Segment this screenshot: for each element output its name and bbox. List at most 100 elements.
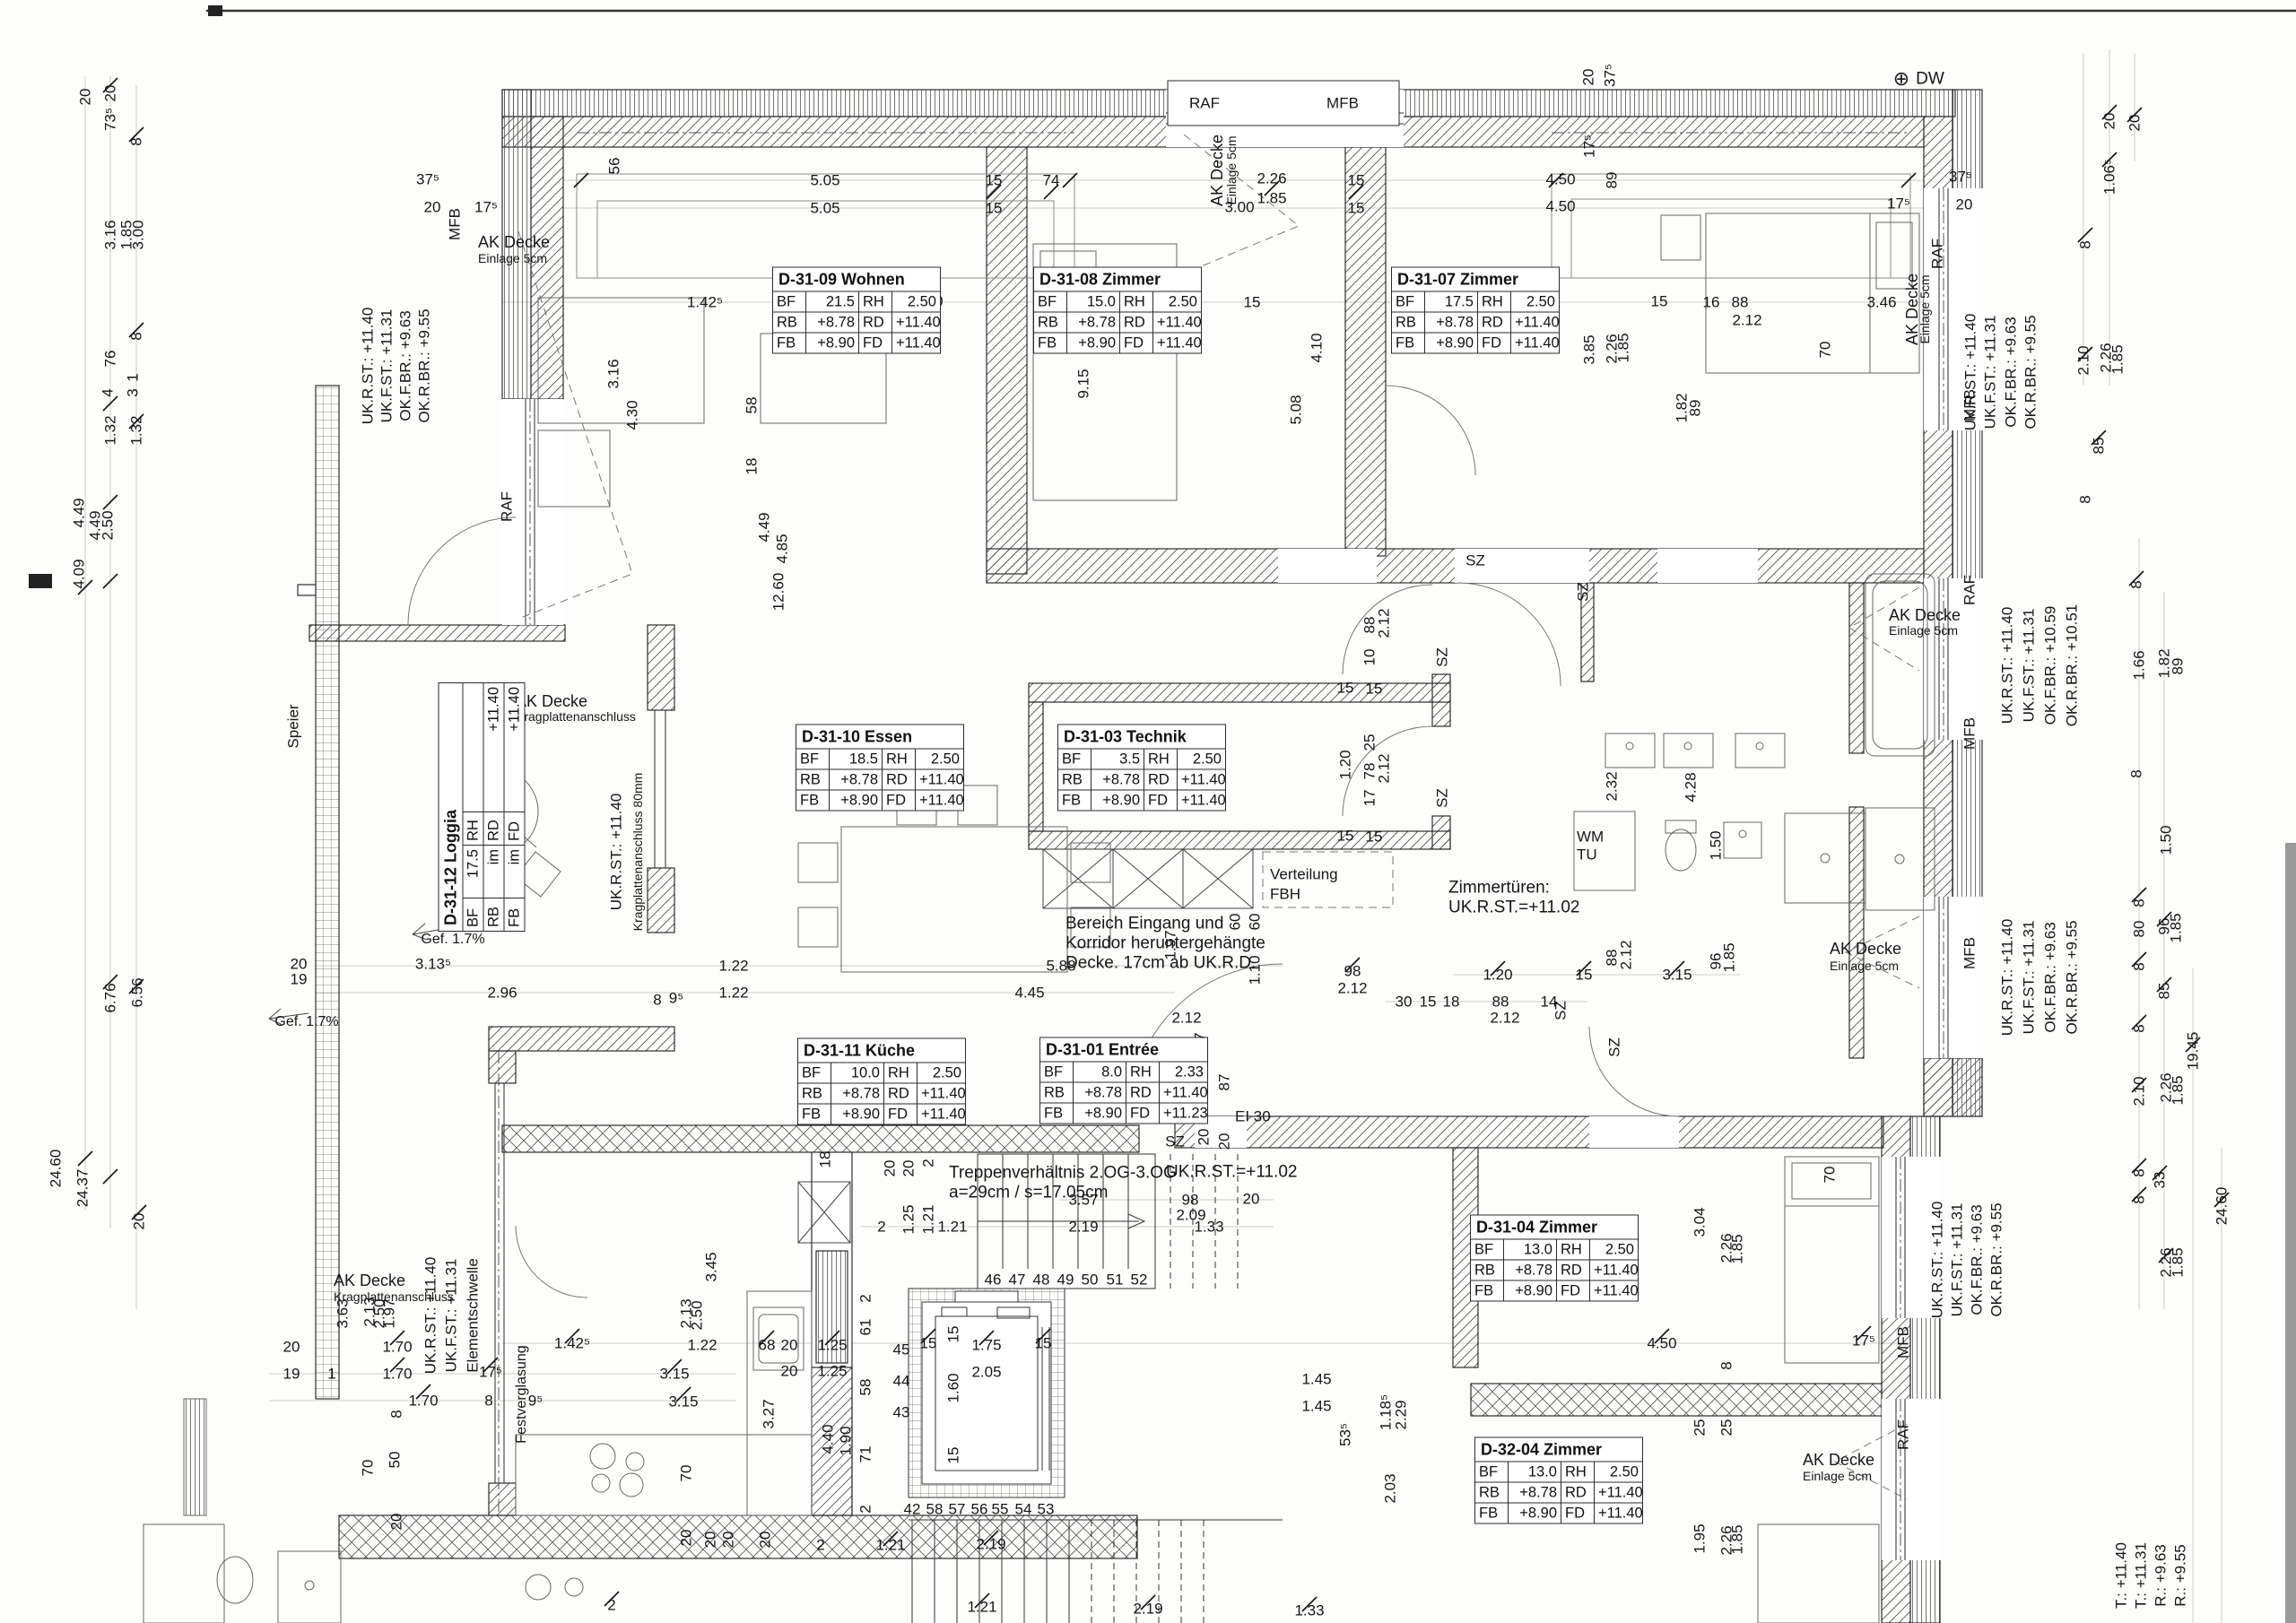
annotation-label: 2.32 xyxy=(1603,771,1621,802)
room-table-cell: RD xyxy=(1120,312,1153,334)
annotation-label: 8 xyxy=(387,1410,405,1419)
room-table-cell: FD xyxy=(504,812,525,845)
annotation-label: 60 xyxy=(1246,913,1264,931)
room-table-cell: 2.50 xyxy=(918,1063,965,1084)
annotation-label: 52 xyxy=(1130,1271,1148,1289)
annotation-label: 2.19 xyxy=(1133,1600,1163,1618)
annotation-label: 24.60 xyxy=(47,1149,65,1188)
annotation-label: FBH xyxy=(1270,885,1300,903)
annotation-label: 18 xyxy=(816,1150,834,1168)
annotation-label: 1.75 xyxy=(971,1336,1002,1354)
stair xyxy=(909,1153,1283,1623)
annotation-label: OK.F.BR.: +10.59 xyxy=(2041,605,2059,725)
annotation-label: 1.06⁵ xyxy=(2100,158,2118,195)
annotation-label: 71 xyxy=(857,1445,874,1463)
room-table-cell: FB xyxy=(1040,1103,1074,1124)
room-table-cell: RH xyxy=(883,749,916,770)
room-table-cell: RH xyxy=(1126,1062,1160,1083)
wall-openings xyxy=(502,90,1983,1560)
room-table-cell: BF xyxy=(796,749,830,770)
annotation-label: 1.25 xyxy=(817,1362,848,1380)
annotation-label: 89 xyxy=(1686,399,1704,417)
annotation-label: 1.85 xyxy=(1728,1524,1746,1555)
annotation-label: 4.40 xyxy=(819,1424,837,1454)
room-table-cell: FD xyxy=(1144,790,1178,811)
room-table-cell: 10.0 xyxy=(831,1063,884,1084)
annotation-label: 16 xyxy=(1702,293,1720,311)
annotation-label: 19.45 xyxy=(2184,1031,2202,1071)
room-table-cell: +11.40 xyxy=(1594,1282,1638,1299)
annotation-label: 20 xyxy=(2126,114,2144,132)
room-table-cell: 2.50 xyxy=(916,750,963,770)
annotation-label: Speier xyxy=(284,704,302,749)
annotation-label: 15 xyxy=(944,1446,962,1464)
room-table-cell: FB xyxy=(796,790,830,811)
annotation-label: 14 xyxy=(1540,993,1558,1011)
annotation-label: 19 xyxy=(283,1365,300,1383)
annotation-label: 3 xyxy=(124,388,142,397)
room-table-cell: RH xyxy=(463,812,484,845)
annotation-label: SZ xyxy=(1552,1001,1570,1020)
annotation-label: 50 xyxy=(1081,1271,1099,1289)
annotation-label: UK.R.ST.: +11.40 xyxy=(359,307,377,425)
annotation-label: 4.45 xyxy=(1014,984,1045,1002)
annotation-label: 2.12 xyxy=(1490,1009,1520,1027)
room-table-cell: RB xyxy=(1058,769,1091,791)
annotation-label: 8 xyxy=(2076,495,2094,504)
annotation-label: 54 xyxy=(1014,1500,1032,1518)
room-table-cell: RH xyxy=(1478,291,1511,313)
annotation-label: 1.25 xyxy=(900,1204,918,1235)
annotation-label: UK.F.ST.: +11.31 xyxy=(2020,920,2038,1035)
annotation-label: 42 xyxy=(903,1500,921,1518)
room-table-cell: 2.50 xyxy=(1178,750,1225,770)
annotation-label: 57 xyxy=(948,1500,966,1518)
room-table-cell: 2.50 xyxy=(1595,1462,1642,1483)
room-title: D-31-01 Entrée xyxy=(1040,1038,1207,1063)
annotation-label: 2.26 xyxy=(1257,169,1287,187)
annotation-label: 1.32 xyxy=(127,415,145,446)
annotation-label: 1.25 xyxy=(817,1336,848,1354)
annotation-label: Festverglasung xyxy=(514,1345,529,1444)
room-table-cell: RH xyxy=(1561,1462,1595,1483)
annotation-label: 25 xyxy=(1718,1419,1735,1436)
room-table-cell: FB xyxy=(1058,790,1091,811)
annotation-label: 20 xyxy=(1195,1128,1213,1146)
annotation-label: 2.12 xyxy=(1732,311,1762,329)
annotation-label: 3.00 xyxy=(129,220,147,250)
annotation-label: 2.10 xyxy=(2074,345,2092,376)
room-table-cell: +11.40 xyxy=(1511,313,1559,334)
annotation-label: UK.R.ST.: +11.40 xyxy=(1998,918,2016,1037)
annotation-label: 2 xyxy=(877,1218,886,1236)
annotation-label: RAF xyxy=(1189,94,1220,112)
annotation-label: OK.R.BR.: +9.55 xyxy=(415,308,433,423)
annotation-label: SZ xyxy=(1165,1133,1185,1150)
annotation-label: T.: +11.31 xyxy=(2132,1542,2150,1609)
annotation-label: 8 xyxy=(2076,240,2094,249)
annotation-label: 18 xyxy=(743,457,761,475)
room-table-cell: BF xyxy=(1040,1062,1074,1083)
room-table-cell: +11.40 xyxy=(921,1106,965,1123)
annotation-label: 4.50 xyxy=(1545,197,1576,215)
room-table-cell: +11.40 xyxy=(1157,334,1201,352)
annotation-label: 20 xyxy=(881,1159,899,1177)
annotation-label: 1.85 xyxy=(2167,913,2185,943)
room-table-cell: +8.90 xyxy=(1074,1103,1126,1124)
room-table-cell: BF xyxy=(773,291,806,313)
annotation-label: Einlage 5cm xyxy=(478,251,548,265)
room-table-cell: RD xyxy=(883,769,916,791)
room-table-cell: RD xyxy=(1557,1260,1590,1281)
room-table-cell: +8.90 xyxy=(806,333,859,353)
room-table-cell: RB xyxy=(796,769,830,791)
room-table-cell: +11.40 xyxy=(1181,792,1225,809)
annotation-label: UK.F.ST.: +11.31 xyxy=(1981,315,1999,430)
annotation-label: SZ xyxy=(1433,788,1451,808)
room-table-cell: +11.40 xyxy=(918,1084,965,1105)
annotation-label: 1.70 xyxy=(382,1338,413,1356)
room-table-cell: RD xyxy=(884,1083,918,1105)
room-table-cell: RH xyxy=(1557,1239,1590,1261)
annotation-label: 8 xyxy=(2130,1195,2148,1204)
annotation-label: 2.19 xyxy=(1068,1218,1099,1236)
room-table-cell: BF xyxy=(463,898,484,931)
room-table-cell: 2.50 xyxy=(1153,292,1201,313)
room-table-cell: +8.78 xyxy=(1074,1082,1126,1104)
